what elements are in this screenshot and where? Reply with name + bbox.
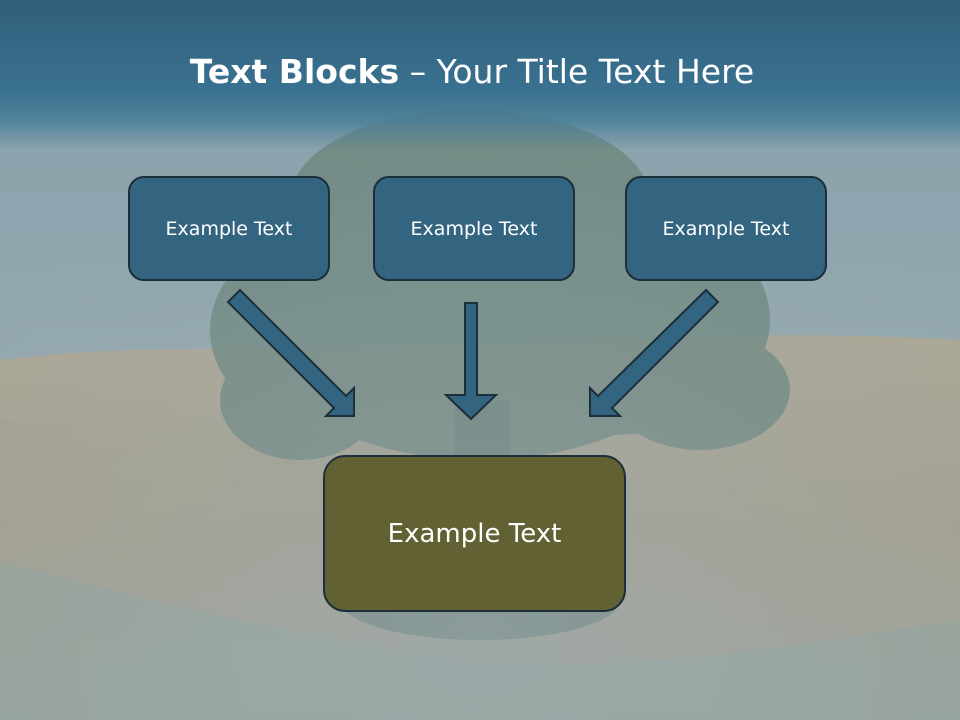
text-block-2[interactable]: Example Text bbox=[373, 176, 575, 281]
text-block-1[interactable]: Example Text bbox=[128, 176, 330, 281]
slide-title: Text Blocks – Your Title Text Here bbox=[0, 52, 944, 91]
slide-title-separator: – bbox=[399, 52, 437, 91]
slide-title-rest: Your Title Text Here bbox=[436, 52, 755, 91]
text-block-3[interactable]: Example Text bbox=[625, 176, 827, 281]
result-text-block[interactable]: Example Text bbox=[323, 455, 626, 612]
text-block-3-label: Example Text bbox=[662, 217, 790, 240]
text-block-2-label: Example Text bbox=[410, 217, 538, 240]
slide-title-bold: Text Blocks bbox=[189, 52, 400, 91]
result-text-block-label: Example Text bbox=[387, 518, 562, 549]
text-block-1-label: Example Text bbox=[165, 217, 293, 240]
title-bar bbox=[0, 0, 960, 150]
